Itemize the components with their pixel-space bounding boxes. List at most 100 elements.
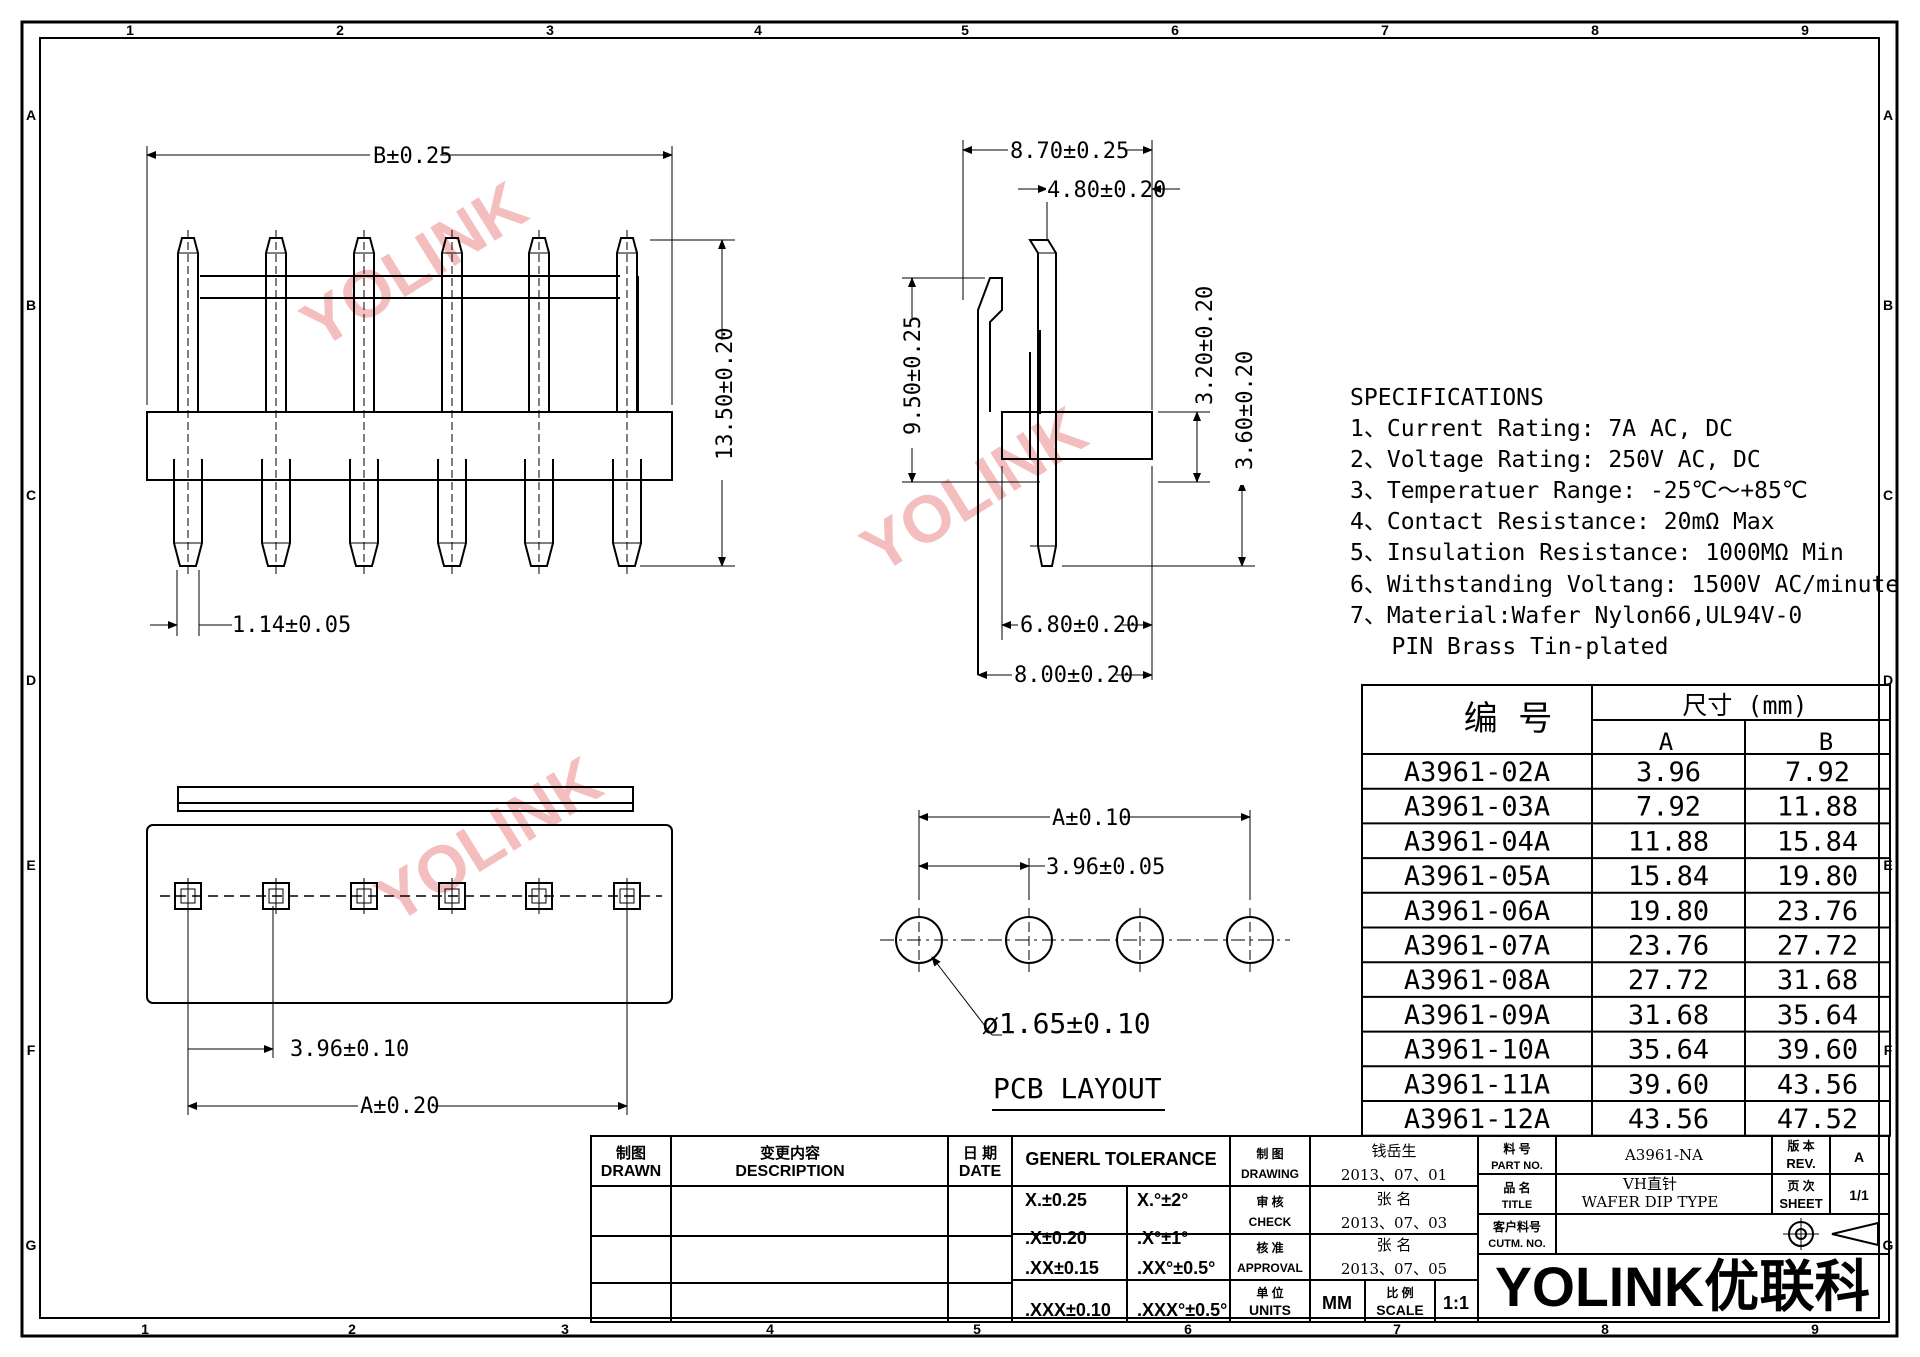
front-pin [437, 230, 467, 575]
dim-480-label: 4.80±0.20 [1047, 178, 1166, 203]
watermark-2: YOLINK [848, 392, 1099, 587]
specifications: SPECIFICATIONS 1、Current Rating: 7A AC, … [1350, 385, 1899, 660]
table-cell: 43.56 [1628, 1104, 1709, 1135]
grid-col-top: 3 [546, 22, 554, 38]
grid-col-top: 5 [961, 22, 969, 38]
grid-row-left: C [26, 487, 36, 503]
tol-lin-0: X.±0.25 [1025, 1190, 1087, 1210]
tol-ang-0: X.°±2° [1137, 1190, 1188, 1210]
units-value: MM [1322, 1293, 1352, 1313]
title-value-2: WAFER DIP TYPE [1582, 1193, 1719, 1211]
grid-col-top: 4 [754, 22, 762, 38]
drawing-cn: 制 图 [1256, 1146, 1283, 1161]
grid-row-left: G [26, 1237, 37, 1253]
table-cell: A3961-02A [1404, 757, 1550, 788]
dim-b-label: B±0.25 [373, 144, 452, 169]
grid-col-top: 8 [1591, 22, 1599, 38]
top-view [146, 786, 673, 1115]
table-cell: 15.84 [1628, 861, 1709, 892]
grid-col-top: 2 [336, 22, 344, 38]
rev-en: REV. [1786, 1156, 1815, 1171]
pcb-layout-title: PCB LAYOUT [993, 1072, 1162, 1105]
check-en: CHECK [1249, 1215, 1292, 1229]
table-cell: A3961-05A [1404, 861, 1550, 892]
grid-row-left: B [26, 297, 36, 313]
partno-cn: 料 号 [1503, 1141, 1530, 1156]
scale-cn: 比 例 [1386, 1285, 1413, 1300]
table-cell: 7.92 [1636, 792, 1701, 823]
grid-col-bottom: 4 [766, 1321, 774, 1337]
dim-870-label: 8.70±0.25 [1010, 139, 1129, 164]
front-pin [612, 230, 642, 575]
spec-line-7: 7、Material:Wafer Nylon66,UL94V-0 [1350, 603, 1802, 629]
spec-line-2: 2、Voltage Rating: 250V AC, DC [1350, 447, 1761, 473]
front-pin [524, 230, 554, 575]
date-en: DATE [959, 1163, 1002, 1180]
table-cell: 43.56 [1777, 1069, 1858, 1100]
table-col-b: B [1819, 728, 1833, 756]
check-date: 2013、07、03 [1341, 1214, 1447, 1232]
spec-line-6: 6、Withstanding Voltang: 1500V AC/minute [1350, 572, 1899, 598]
table-cell: 23.76 [1628, 931, 1709, 962]
table-cell: 35.64 [1777, 1000, 1858, 1031]
tol-lin-1: .X±0.20 [1025, 1228, 1087, 1248]
grid-row-right: F [1884, 1042, 1893, 1058]
grid-col-bottom: 2 [348, 1321, 356, 1337]
title-value-1: VH直针 [1622, 1175, 1677, 1193]
approval-date: 2013、07、05 [1341, 1260, 1447, 1278]
grid-col-bottom: 6 [1184, 1321, 1192, 1337]
table-cell: A3961-11A [1404, 1069, 1550, 1100]
table-cell: 11.88 [1628, 826, 1709, 857]
partno-value: A3961-NA [1624, 1146, 1703, 1164]
table-cell: 19.80 [1628, 896, 1709, 927]
front-pin [261, 230, 291, 575]
watermark-1: YOLINK [288, 167, 539, 362]
grid-col-bottom: 8 [1601, 1321, 1609, 1337]
title-en: TITLE [1502, 1199, 1533, 1211]
pcb-pitch-label: 3.96±0.05 [1046, 855, 1165, 880]
desc-en: DESCRIPTION [735, 1163, 844, 1180]
top-pin [525, 878, 553, 914]
grid-col-top: 6 [1171, 22, 1179, 38]
check-name: 张 名 [1377, 1190, 1412, 1208]
cust-en: CUTM. NO. [1488, 1238, 1545, 1250]
grid-col-top: 1 [126, 22, 134, 38]
top-pin [350, 878, 378, 914]
table-cell: 3.96 [1636, 757, 1701, 788]
table-cell: 11.88 [1777, 792, 1858, 823]
pcb-span-label: A±0.10 [1052, 806, 1131, 831]
table-cell: 31.68 [1777, 965, 1858, 996]
dim-360-label: 3.60±0.20 [1233, 351, 1258, 470]
grid-row-left: E [26, 857, 35, 873]
front-view [146, 146, 735, 636]
grid-col-bottom: 9 [1811, 1321, 1819, 1337]
sheet-en: SHEET [1779, 1196, 1822, 1211]
tol-ang-3: .XXX°±0.5° [1137, 1300, 1227, 1320]
drawing-en: DRAWING [1241, 1167, 1299, 1181]
grid-col-bottom: 5 [973, 1321, 981, 1337]
drawing-frame [20, 20, 1899, 1338]
spec-line-3: 3、Temperatuer Range: -25℃～+85℃ [1350, 478, 1808, 504]
spec-line-1: 1、Current Rating: 7A AC, DC [1350, 416, 1733, 442]
tolerance-title: GENERL TOLERANCE [1025, 1149, 1216, 1169]
table-cell: 39.60 [1777, 1035, 1858, 1066]
units-cn: 单 位 [1256, 1285, 1283, 1300]
units-en: UNITS [1249, 1302, 1291, 1318]
dim-pin-label: 1.14±0.05 [232, 613, 351, 638]
grid-row-left: D [26, 672, 36, 688]
grid-row-right: D [1883, 672, 1893, 688]
dim-pitch-label: 3.96±0.10 [290, 1037, 409, 1062]
front-pin [349, 230, 379, 575]
top-pin [438, 878, 466, 914]
grid-row-right: E [1883, 857, 1892, 873]
scale-en: SCALE [1376, 1302, 1423, 1318]
